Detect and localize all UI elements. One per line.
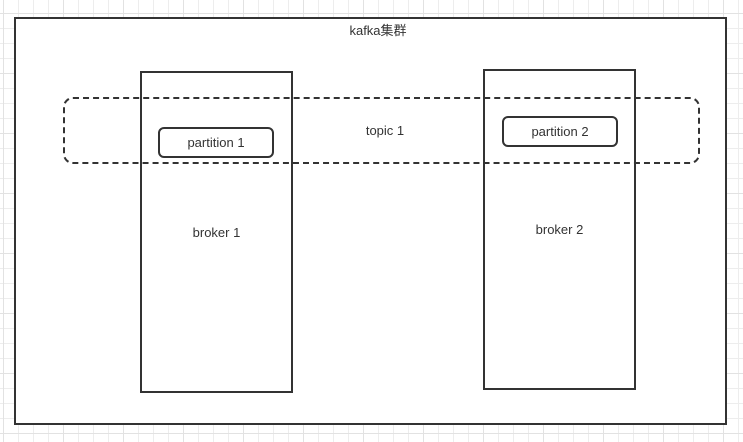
broker-1-label: broker 1 <box>192 224 241 240</box>
broker-1-box: broker 1 <box>140 71 293 393</box>
topic-1-dashed-box <box>63 97 700 164</box>
partition-1-box: partition 1 <box>158 127 274 158</box>
partition-2-box: partition 2 <box>502 116 618 147</box>
broker-2-label: broker 2 <box>535 222 584 237</box>
partition-1-label: partition 1 <box>187 135 245 150</box>
partition-2-label: partition 2 <box>531 124 589 139</box>
kafka-cluster-label: kafka集群 <box>349 23 407 38</box>
topic-1-label: topic 1 <box>365 123 405 138</box>
